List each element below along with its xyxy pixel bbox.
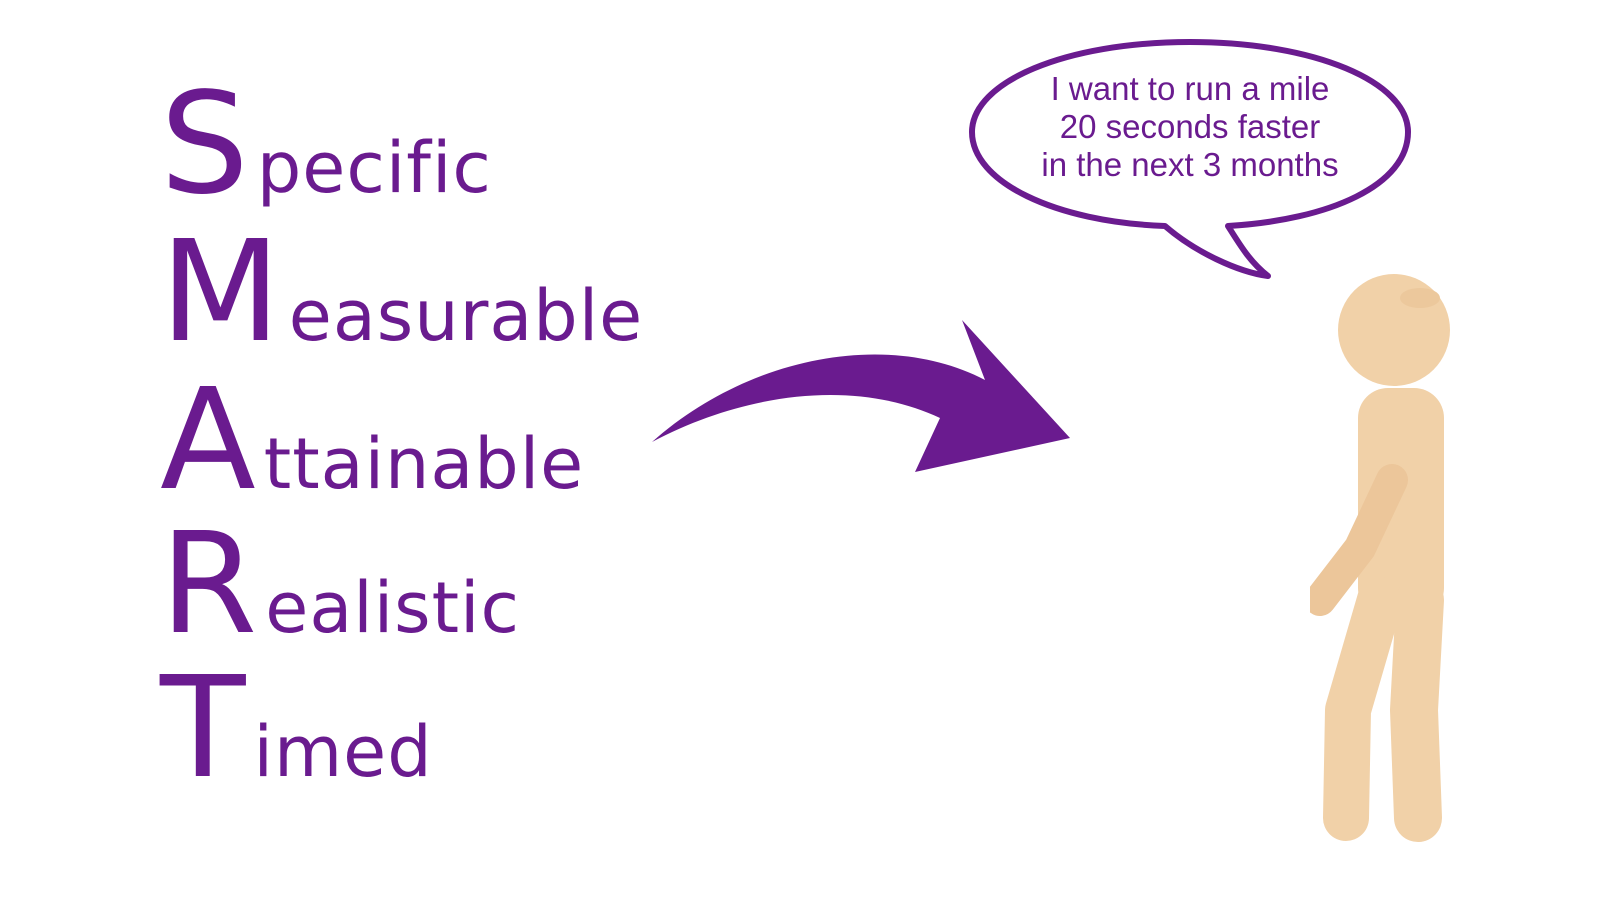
smart-word-measurable: easurable bbox=[288, 275, 644, 357]
speech-line-2: 20 seconds faster bbox=[1059, 108, 1321, 145]
smart-row-measurable: Measurable bbox=[160, 223, 643, 363]
speech-bubble-outline bbox=[969, 39, 1411, 279]
smart-letter-s: S bbox=[160, 63, 251, 226]
smart-word-specific: pecific bbox=[256, 127, 492, 209]
smart-word-attainable: ttainable bbox=[263, 423, 585, 505]
curved-arrow-shape bbox=[652, 320, 1070, 472]
speech-line-3: in the next 3 months bbox=[1041, 146, 1339, 183]
person-torso bbox=[1358, 388, 1444, 618]
smart-letter-m: M bbox=[160, 211, 283, 374]
smart-row-timed: Timed bbox=[160, 659, 433, 799]
speech-bubble-text: I want to run a mile 20 seconds faster i… bbox=[990, 70, 1390, 184]
stick-figure-icon bbox=[1310, 274, 1450, 842]
speech-bubble bbox=[969, 39, 1411, 279]
person-leg-back bbox=[1323, 577, 1403, 841]
person-leg-front bbox=[1390, 576, 1444, 842]
smart-word-timed: imed bbox=[253, 711, 433, 793]
smart-letter-a: A bbox=[160, 359, 258, 522]
speech-line-1: I want to run a mile bbox=[1050, 70, 1330, 107]
curved-arrow-icon bbox=[652, 320, 1070, 472]
person-arm bbox=[1310, 464, 1408, 616]
smart-row-attainable: Attainable bbox=[160, 371, 584, 511]
smart-letter-t: T bbox=[160, 647, 248, 810]
smart-letter-r: R bbox=[160, 503, 260, 666]
smart-row-realistic: Realistic bbox=[160, 515, 520, 655]
person-head-shine bbox=[1400, 288, 1440, 308]
smart-row-specific: Specific bbox=[160, 75, 492, 215]
smart-word-realistic: ealistic bbox=[265, 567, 520, 649]
